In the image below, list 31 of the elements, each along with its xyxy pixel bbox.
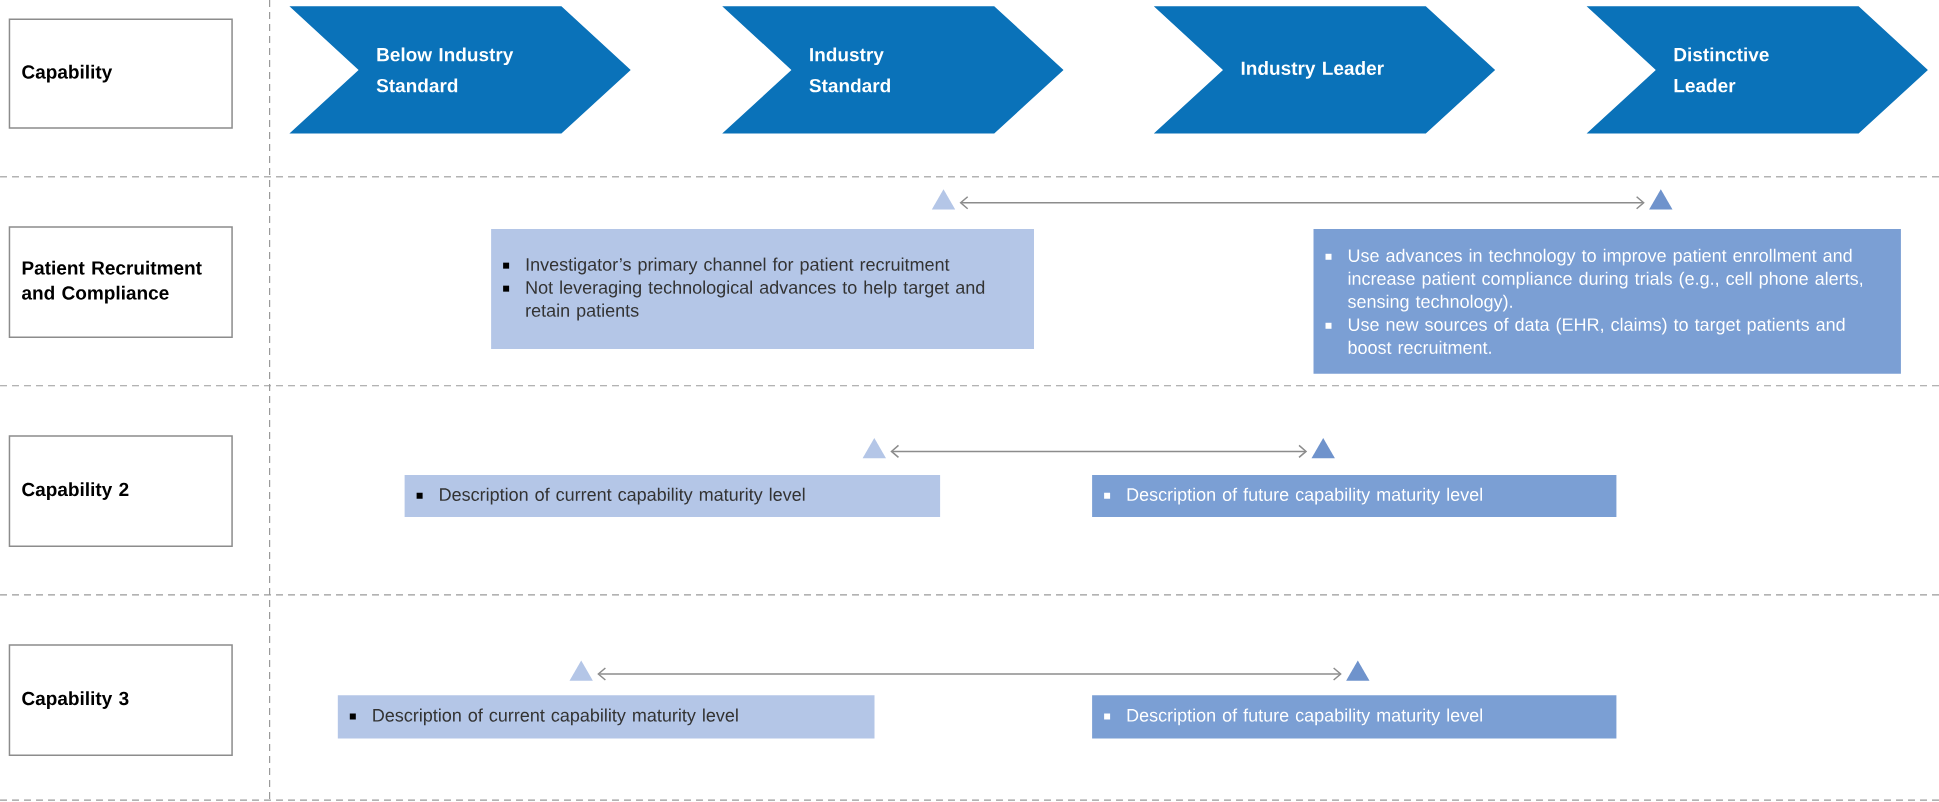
- row-header-box: Capability: [8, 18, 233, 129]
- row-header-box: Capability 3: [8, 644, 233, 756]
- description-box: [491, 229, 1034, 349]
- triangle-marker: [1649, 189, 1673, 210]
- description-box: [337, 695, 875, 739]
- description-box: [1313, 229, 1901, 374]
- chevron: Below Industry Standard: [289, 6, 631, 134]
- double-arrow: [959, 196, 1645, 210]
- bullet-item: Description of current capability maturity level: [349, 708, 738, 726]
- chevron: Distinctive Leader: [1586, 6, 1928, 134]
- bullet-item: Not leveraging technological advances to help target and retain patients: [503, 280, 985, 321]
- description-box: [1092, 695, 1617, 739]
- description-box: [1092, 475, 1617, 518]
- bullet-item: Use new sources of data (EHR, claims) to target patients and boost recruitment.: [1325, 317, 1845, 354]
- triangle-marker: [862, 437, 886, 459]
- triangle-marker: [569, 660, 593, 681]
- bullet-item: Investigator’s primary channel for patient recruitment: [503, 257, 950, 275]
- triangle-marker: [1311, 437, 1335, 459]
- chevron: Industry Standard: [722, 6, 1064, 134]
- bullet-item: Description of future capability maturity level: [1104, 708, 1482, 726]
- bullet-item: Description of future capability maturity level: [1104, 487, 1482, 505]
- row-header-box: Capability 2: [8, 435, 233, 547]
- triangle-marker: [931, 189, 956, 210]
- description-box: [404, 475, 941, 518]
- row-header-box: Patient Recruitment and Compliance: [8, 226, 233, 338]
- double-arrow: [597, 667, 1342, 681]
- bullet-item: Use advances in technology to improve patient enrollment and increase patient compliance during trials (e.g., cell phone alerts, sensing technology).: [1325, 248, 1863, 312]
- double-arrow: [890, 444, 1308, 459]
- chevron: Industry Leader: [1153, 6, 1496, 134]
- bullet-item: Description of current capability maturity level: [416, 487, 805, 505]
- triangle-marker: [1346, 660, 1370, 681]
